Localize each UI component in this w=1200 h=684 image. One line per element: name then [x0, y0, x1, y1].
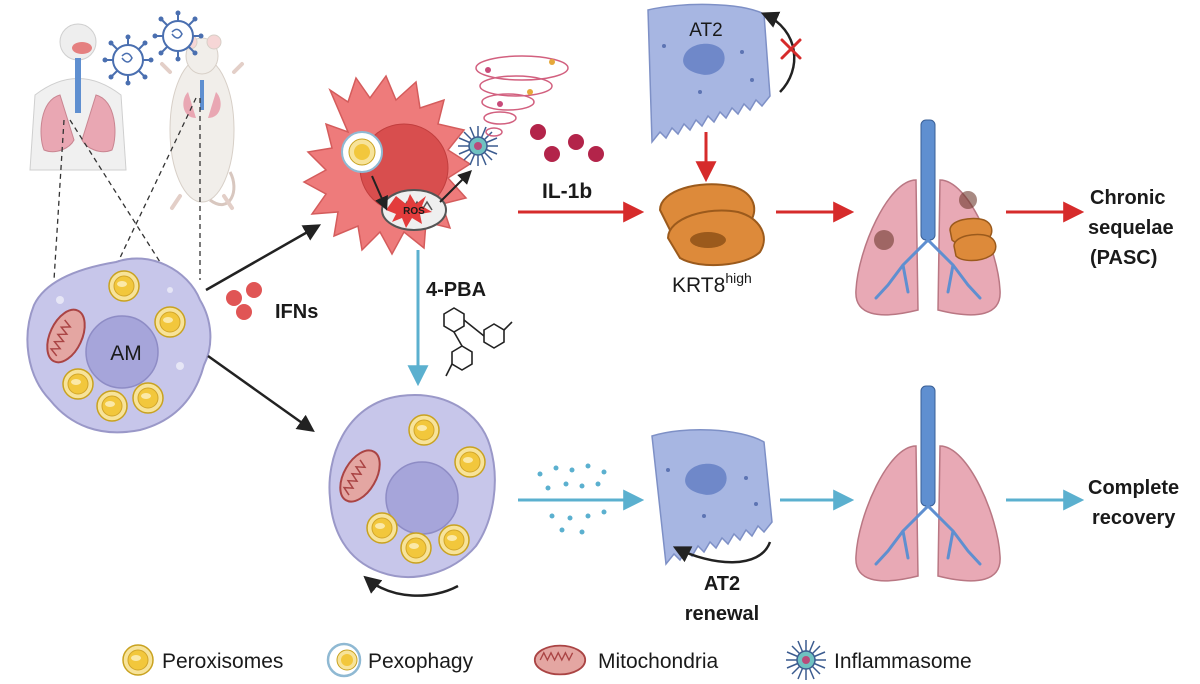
human-figure-icon: [29, 23, 127, 171]
inflammasome-release-swirl: [475, 55, 569, 137]
ifns-label: IFNs: [275, 301, 318, 323]
krt8-cells: [658, 183, 765, 267]
mitochondria-icon: [533, 644, 587, 676]
am-cell: [26, 257, 212, 434]
renewal-label-2: renewal: [685, 603, 759, 625]
legend-inflammasome: Inflammasome: [834, 650, 972, 673]
peroxisome-icon: [122, 644, 154, 676]
chronic-label-2: sequelae: [1088, 217, 1174, 239]
zoom-lines: [53, 97, 201, 281]
legend-peroxisomes: Peroxisomes: [162, 650, 283, 673]
pexophagy-icon: [326, 642, 362, 678]
at2-cell-top: [647, 3, 771, 145]
chronic-label-1: Chronic: [1090, 187, 1166, 209]
inflamed-cell: [302, 74, 499, 256]
blocked-x-icon: [780, 38, 802, 60]
arrow-am-to-recovered: [207, 354, 315, 433]
recovered-am-cell: [328, 394, 496, 578]
legend-mitochondria: Mitochondria: [598, 650, 719, 673]
mouse-figure-icon: [160, 34, 244, 210]
self-renewal-arrow: [363, 575, 459, 597]
virus-icon: [151, 9, 205, 63]
legend-pexophagy: Pexophagy: [368, 650, 474, 673]
healthy-lung-icon: [854, 384, 1002, 583]
am-label: AM: [110, 342, 142, 365]
krt8-label: KRT8high: [672, 270, 752, 297]
at2-cell-bottom: [651, 429, 773, 566]
arrow-am-to-inflamed: [205, 224, 322, 292]
ros-label: ROS: [403, 206, 425, 217]
ifns-molecules: [226, 282, 262, 320]
pba-label: 4-PBA: [426, 279, 486, 301]
damaged-lung-icon: [854, 118, 1002, 317]
il1b-molecules: [530, 124, 604, 162]
complete-label-1: Complete: [1088, 477, 1179, 499]
secreted-factors: [537, 463, 607, 535]
virus-icon: [101, 33, 155, 87]
legend: Peroxisomes Pexophagy Mitochondria Infla…: [122, 639, 972, 681]
inflammasome-icon: [785, 639, 827, 681]
complete-label-2: recovery: [1092, 507, 1176, 529]
chronic-label-3: (PASC): [1090, 247, 1157, 269]
at2-renewal-arrow: [672, 541, 772, 564]
molecule-icon: [443, 307, 513, 377]
renewal-label-1: AT2: [704, 573, 740, 595]
il1b-label: IL-1b: [542, 180, 592, 203]
at2-top-label: AT2: [689, 20, 722, 41]
